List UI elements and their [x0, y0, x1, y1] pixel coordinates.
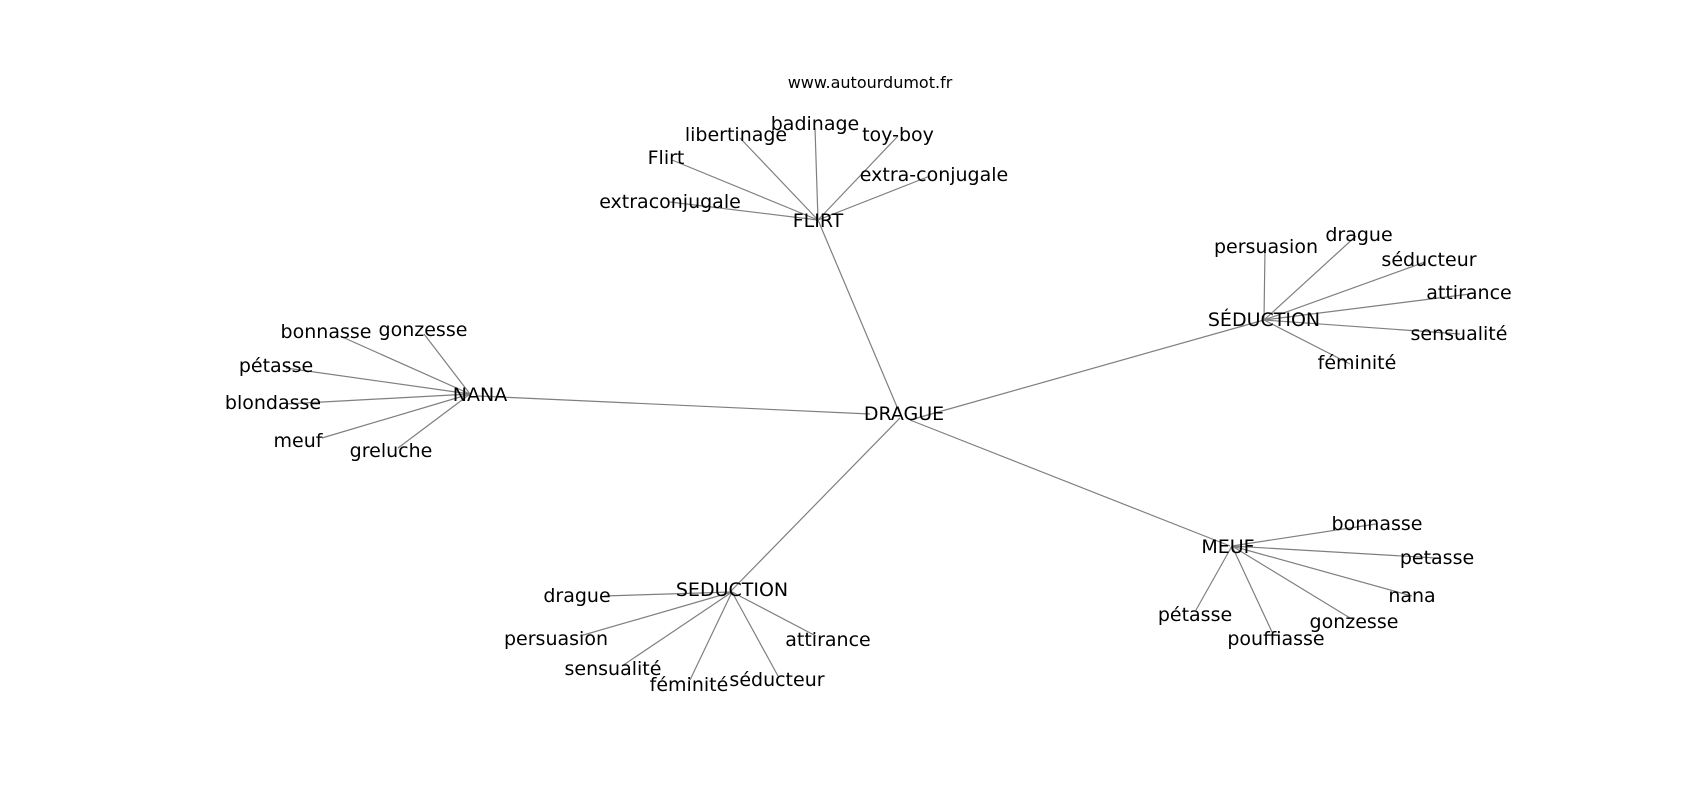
- edges: [285, 127, 1471, 681]
- edge-nana-bonnasse: [339, 335, 471, 395]
- edge-flirt-flirt: [671, 159, 819, 221]
- node-nana-blondasse[interactable]: blondasse: [225, 392, 321, 414]
- node-seduction-sensualite[interactable]: sensualité: [565, 658, 662, 680]
- node-seduction-accent-persuasion[interactable]: persuasion: [1214, 236, 1318, 258]
- edge-flirt-badinage: [814, 127, 819, 221]
- edge-seduction-accent-feminite: [1263, 319, 1351, 365]
- edge-seduction-drague: [603, 591, 733, 597]
- edge-seduction-feminite: [689, 591, 733, 681]
- edge-seduction-seducteur: [731, 591, 779, 677]
- node-nana-petasse[interactable]: pétasse: [239, 355, 313, 377]
- node-meuf-pouffiasse[interactable]: pouffiasse: [1227, 628, 1324, 650]
- node-seduction-accent-seducteur[interactable]: séducteur: [1381, 249, 1476, 271]
- node-flirt-toy-boy[interactable]: toy-boy: [862, 124, 934, 146]
- node-seduction-drague[interactable]: drague: [543, 585, 610, 607]
- node-flirt-flirt[interactable]: Flirt: [648, 147, 685, 169]
- node-flirt-extra-conjugale[interactable]: extra-conjugale: [860, 164, 1008, 186]
- node-meuf-gonzesse[interactable]: gonzesse: [1310, 611, 1399, 633]
- edge-drague-seduction-accent: [909, 319, 1265, 421]
- edge-nana-greluche: [397, 393, 471, 449]
- edge-nana-gonzesse: [423, 333, 471, 395]
- edge-nana-petasse: [285, 367, 471, 395]
- node-seduction-accent-sensualite[interactable]: sensualité: [1411, 323, 1508, 345]
- edge-seduction-accent-persuasion: [1263, 247, 1266, 321]
- edge-meuf-petasse: [1231, 545, 1437, 559]
- edge-meuf-pouffiasse: [1231, 545, 1273, 633]
- edge-seduction-accent-seducteur: [1263, 261, 1426, 321]
- node-hub-seduction-accent[interactable]: SÉDUCTION: [1208, 308, 1320, 331]
- edge-nana-blondasse: [285, 393, 471, 405]
- edge-flirt-toy-boy: [817, 135, 899, 221]
- node-seduction-accent-attirance[interactable]: attirance: [1426, 282, 1511, 304]
- edge-seduction-persuasion: [579, 591, 733, 637]
- edge-seduction-accent-sensualite: [1263, 319, 1461, 335]
- node-seduction-accent-feminite[interactable]: féminité: [1318, 352, 1397, 374]
- node-meuf-petasse[interactable]: petasse: [1400, 547, 1474, 569]
- site-url: www.autourdumot.fr: [788, 73, 953, 92]
- node-hub-flirt[interactable]: FLIRT: [793, 210, 844, 232]
- node-center[interactable]: DRAGUE: [864, 403, 944, 425]
- edge-meuf-gonzesse: [1231, 545, 1351, 619]
- node-seduction-persuasion[interactable]: persuasion: [504, 628, 608, 650]
- edge-seduction-accent-attirance: [1263, 293, 1471, 321]
- edge-drague-meuf: [909, 419, 1231, 547]
- node-meuf-petasse-2[interactable]: pétasse: [1158, 604, 1232, 626]
- node-nana-meuf[interactable]: meuf: [274, 430, 324, 452]
- node-hub-nana[interactable]: NANA: [453, 384, 507, 406]
- edge-meuf-bonnasse: [1231, 523, 1377, 547]
- node-flirt-libertinage[interactable]: libertinage: [685, 124, 787, 146]
- edge-nana-meuf: [321, 393, 471, 439]
- node-nana-gonzesse[interactable]: gonzesse: [379, 319, 468, 341]
- node-flirt-badinage[interactable]: badinage: [771, 113, 859, 135]
- edge-meuf-nana: [1231, 545, 1413, 597]
- node-hub-seduction[interactable]: SEDUCTION: [676, 579, 788, 601]
- node-hub-meuf[interactable]: MEUF: [1201, 536, 1254, 558]
- node-meuf-nana[interactable]: nana: [1388, 585, 1435, 607]
- node-seduction-seducteur[interactable]: séducteur: [729, 669, 824, 691]
- edge-seduction-attirance: [731, 591, 817, 637]
- edge-drague-seduction: [729, 417, 901, 593]
- node-labels: DRAGUE FLIRT SÉDUCTION NANA MEUF SEDUCTI…: [225, 113, 1512, 696]
- node-seduction-accent-drague[interactable]: drague: [1325, 224, 1392, 246]
- edge-meuf-petasse-2: [1195, 545, 1233, 611]
- edge-drague-nana: [477, 395, 871, 415]
- node-seduction-attirance[interactable]: attirance: [785, 629, 870, 651]
- edge-flirt-extraconjugale: [669, 201, 819, 221]
- edge-flirt-libertinage: [739, 137, 819, 221]
- node-nana-bonnasse[interactable]: bonnasse: [281, 321, 372, 343]
- node-nana-greluche[interactable]: greluche: [350, 440, 433, 462]
- edge-drague-flirt: [817, 219, 901, 415]
- edge-seduction-accent-drague: [1263, 235, 1357, 321]
- edge-flirt-extra-conjugale: [817, 175, 931, 221]
- node-flirt-extraconjugale[interactable]: extraconjugale: [599, 191, 741, 213]
- node-meuf-bonnasse[interactable]: bonnasse: [1332, 513, 1423, 535]
- node-seduction-feminite[interactable]: féminité: [650, 674, 729, 696]
- edge-seduction-sensualite: [621, 591, 733, 667]
